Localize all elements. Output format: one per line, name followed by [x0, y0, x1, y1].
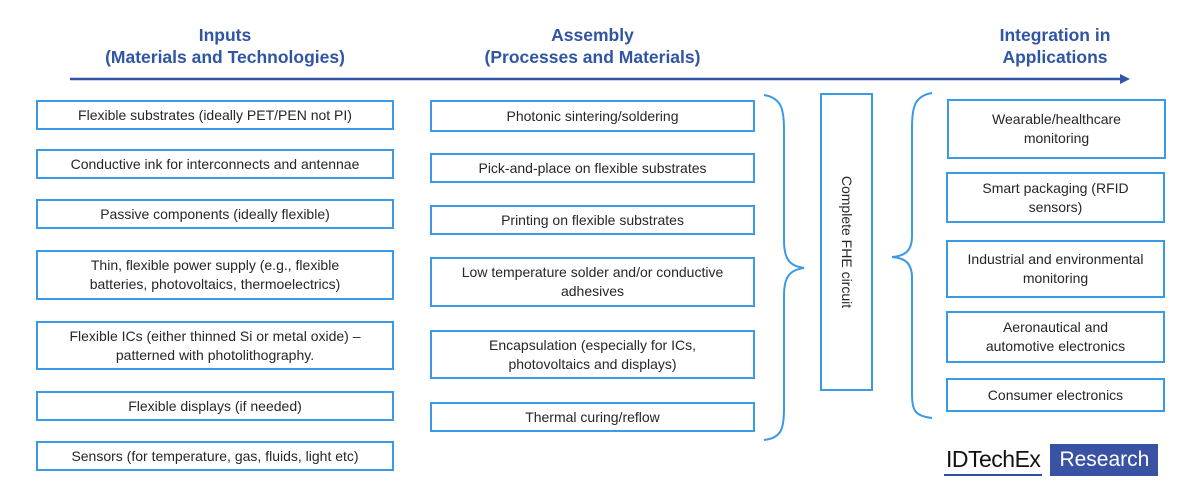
application-label: Smart packaging (RFID sensors)	[982, 179, 1129, 215]
input-label: Conductive ink for interconnects and ant…	[70, 155, 360, 172]
input-label: Flexible ICs (either thinned Si or metal…	[69, 327, 361, 363]
input-box: Sensors (for temperature, gas, fluids, l…	[36, 441, 394, 471]
header-assembly-line2: (Processes and Materials)	[484, 47, 701, 67]
input-box: Conductive ink for interconnects and ant…	[36, 149, 394, 179]
assembly-label: Photonic sintering/soldering	[506, 107, 679, 124]
input-box: Flexible substrates (ideally PET/PEN not…	[36, 100, 394, 130]
assembly-label: Printing on flexible substrates	[501, 211, 684, 228]
input-box: Thin, flexible power supply (e.g., flexi…	[36, 250, 394, 300]
assembly-label: Low temperature solder and/or conductive…	[461, 264, 724, 299]
header-integration-line2: Applications	[1002, 47, 1108, 67]
left-brace	[891, 92, 933, 419]
application-label: Wearable/healthcare monitoring	[992, 111, 1121, 146]
application-label: Consumer electronics	[987, 386, 1124, 403]
logo-tag: Research	[1050, 444, 1159, 476]
complete-fhe-circuit-box: Complete FHE circuit	[820, 93, 873, 391]
header-assembly-line1: Assembly	[551, 25, 634, 45]
application-label: Aeronautical and automotive electronics	[985, 319, 1126, 354]
complete-fhe-circuit-label: Complete FHE circuit	[838, 175, 855, 309]
assembly-box: Thermal curing/reflow	[430, 402, 755, 432]
assembly-box: Pick-and-place on flexible substrates	[430, 153, 755, 183]
application-box: Wearable/healthcare monitoring	[947, 99, 1166, 159]
input-label: Passive components (ideally flexible)	[100, 205, 330, 222]
idtechex-logo: IDTechEx Research	[944, 444, 1159, 476]
header-integration: Integration in Applications	[970, 24, 1140, 68]
assembly-label: Thermal curing/reflow	[525, 408, 660, 425]
header-assembly: Assembly (Processes and Materials)	[430, 24, 755, 68]
header-inputs-line1: Inputs	[198, 25, 252, 45]
assembly-label: Encapsulation (especially for ICs, photo…	[489, 336, 696, 372]
right-brace	[763, 94, 805, 441]
input-label: Flexible substrates (ideally PET/PEN not…	[78, 106, 352, 123]
assembly-box: Photonic sintering/soldering	[430, 100, 755, 132]
input-label: Sensors (for temperature, gas, fluids, l…	[71, 447, 359, 464]
application-box: Smart packaging (RFID sensors)	[946, 172, 1165, 223]
input-label: Flexible displays (if needed)	[128, 397, 302, 414]
logo-brand: IDTechEx	[944, 444, 1043, 476]
input-box: Passive components (ideally flexible)	[36, 199, 394, 229]
header-inputs-line2: (Materials and Technologies)	[105, 47, 345, 67]
assembly-box: Encapsulation (especially for ICs, photo…	[430, 330, 755, 379]
application-box: Consumer electronics	[946, 378, 1165, 412]
input-box: Flexible ICs (either thinned Si or metal…	[36, 321, 394, 370]
assembly-box: Low temperature solder and/or conductive…	[430, 257, 755, 307]
application-box: Aeronautical and automotive electronics	[946, 311, 1165, 363]
assembly-label: Pick-and-place on flexible substrates	[478, 159, 707, 176]
header-inputs: Inputs (Materials and Technologies)	[60, 24, 390, 68]
input-box: Flexible displays (if needed)	[36, 391, 394, 421]
input-label: Thin, flexible power supply (e.g., flexi…	[89, 257, 341, 292]
application-box: Industrial and environmental monitoring	[946, 240, 1165, 298]
header-integration-line1: Integration in	[999, 25, 1111, 45]
application-label: Industrial and environmental monitoring	[967, 251, 1144, 286]
assembly-box: Printing on flexible substrates	[430, 205, 755, 235]
